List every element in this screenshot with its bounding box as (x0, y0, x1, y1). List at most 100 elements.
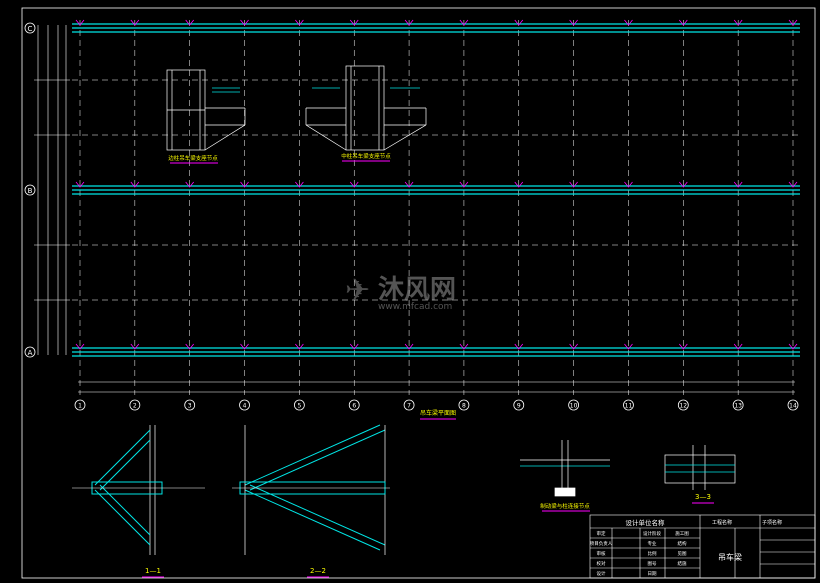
column-axis-label: 3 (188, 403, 192, 410)
row-axis-b: B (24, 184, 36, 196)
column-mark (130, 343, 140, 350)
column-mark (624, 19, 633, 26)
column-mark (459, 19, 469, 26)
column-mark (733, 181, 743, 188)
column-axis-label: 12 (679, 403, 687, 410)
column-mark (624, 181, 633, 188)
column-axis-5: 5 (293, 399, 305, 411)
column-axis-10: 10 (568, 399, 580, 411)
column-axis-label: 7 (407, 403, 411, 410)
title-block (589, 514, 816, 579)
column-mark (404, 181, 414, 188)
column-axis-label: 13 (734, 403, 742, 410)
title-block-cell: 结施 (678, 560, 687, 567)
column-mark (569, 343, 578, 350)
column-mark (185, 19, 195, 26)
column-axis-label: 2 (133, 403, 137, 410)
column-mark (569, 181, 578, 188)
column-axis-label: 5 (297, 403, 301, 410)
title-block-cell: 设计 (597, 570, 606, 577)
column-mark (569, 19, 578, 26)
crane-beam-lines (72, 23, 800, 357)
column-mark (678, 343, 688, 350)
column-mark (514, 343, 524, 350)
title-block-cell: 专业 (648, 540, 657, 547)
middle-support-title: 中柱吊车梁支座节点 (341, 152, 391, 160)
left-dimension-chain (34, 25, 70, 355)
column-axis-label: 11 (625, 403, 633, 410)
section-3-3-title: 3—3 (695, 493, 711, 501)
column-mark (733, 343, 743, 350)
column-axis-label: 8 (462, 403, 466, 410)
column-axis-label: 6 (352, 403, 356, 410)
title-block-cell: 校对 (597, 560, 606, 567)
section-1-1-title: 1—1 (145, 567, 161, 575)
column-axis-label: 10 (570, 403, 578, 410)
column-mark (185, 181, 195, 188)
title-block-drawing-name: 吊车梁 (718, 552, 742, 562)
title-block-cell: 施工图 (675, 530, 689, 537)
title-block-subitem-label: 子项名称 (762, 519, 782, 526)
column-markers (75, 19, 798, 350)
side-support-title: 边柱吊车梁支座节点 (168, 154, 218, 162)
column-axis-1: 1 (74, 399, 86, 411)
column-axis-label: 4 (243, 403, 247, 410)
column-axis-8: 8 (458, 399, 470, 411)
column-axis-label: 1 (78, 403, 82, 410)
row-axis-a-label: A (28, 349, 33, 357)
watermark-url: www.mfcad.com (378, 302, 452, 312)
column-mark (514, 181, 524, 188)
column-axis-9: 9 (513, 399, 525, 411)
column-mark (459, 343, 469, 350)
column-mark (295, 343, 304, 350)
section-3-3-detail (664, 445, 736, 490)
row-axis-b-label: B (28, 187, 33, 195)
column-axis-label: 9 (517, 403, 521, 410)
column-axis-12: 12 (677, 399, 689, 411)
column-mark (295, 19, 304, 26)
row-axis-c-label: C (28, 25, 33, 33)
watermark: ✈ 沐风网 www.mfcad.com (345, 273, 456, 312)
column-mark (788, 19, 798, 26)
section-1-1-detail (72, 425, 205, 555)
row-axis-a: A (24, 346, 36, 358)
column-mark (404, 343, 414, 350)
title-block-cell: 比例 (648, 550, 657, 557)
column-axis-13: 13 (732, 399, 744, 411)
plan-title: 吊车梁平面图 (420, 409, 456, 417)
plan-vertical-grid (79, 20, 794, 395)
bottom-dimension-chain (78, 381, 795, 393)
title-block-cell: 审核 (597, 550, 606, 557)
section-2-2-title: 2—2 (310, 567, 326, 575)
column-mark (349, 343, 359, 350)
brake-node-detail (520, 440, 610, 497)
column-mark (295, 181, 304, 188)
drawing-frame (21, 7, 816, 579)
column-mark (240, 19, 249, 26)
column-mark (75, 19, 85, 26)
title-block-cell: 项目负责人 (590, 540, 613, 547)
column-axis-label: 14 (789, 403, 797, 410)
column-mark (130, 19, 140, 26)
column-axis-11: 11 (623, 399, 634, 411)
title-block-cell: 图号 (648, 561, 657, 567)
title-block-cell: 见图 (678, 551, 687, 557)
column-mark (624, 343, 633, 350)
title-block-project-label: 工程名称 (712, 519, 732, 526)
title-block-cell: 日期 (648, 571, 657, 577)
column-mark (459, 181, 469, 188)
column-mark (75, 343, 85, 350)
column-mark (349, 181, 359, 188)
column-mark (678, 181, 688, 188)
column-axis-4: 4 (239, 399, 250, 411)
row-axis-c: C (24, 22, 36, 34)
column-mark (130, 181, 140, 188)
column-mark (404, 19, 414, 26)
title-block-cell: 结构 (678, 540, 687, 547)
column-mark (185, 343, 195, 350)
column-axis-6: 6 (348, 399, 360, 411)
column-mark (788, 181, 798, 188)
column-axis-7: 7 (403, 399, 415, 411)
column-axis-3: 3 (184, 399, 196, 411)
